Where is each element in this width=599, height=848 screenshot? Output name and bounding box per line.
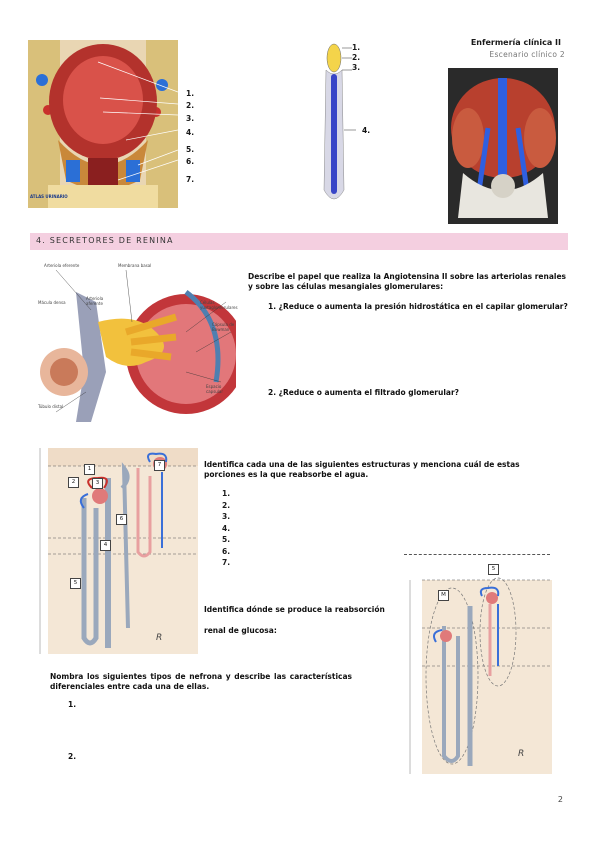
- nephron-structures-question: Identifica cada una de las siguientes es…: [204, 460, 520, 480]
- nephron-number-3: 3.: [222, 512, 231, 521]
- nephron-box-6: 6: [116, 514, 127, 525]
- glomerular-filtration-question: 2. ¿Reduce o aumenta el filtrado glomeru…: [268, 388, 459, 397]
- angiotensin-question-intro: Describe el papel que realiza la Angiote…: [248, 272, 567, 292]
- dashed-divider-line: [404, 554, 550, 555]
- urethra-label-numbers: 1. 2. 3.: [352, 43, 360, 73]
- course-title: Enfermería clínica II: [470, 38, 561, 47]
- nephron-box-3: 3: [92, 478, 103, 489]
- nephron-type-item-1: 1.: [68, 700, 77, 709]
- svg-text:R: R: [156, 633, 162, 643]
- bladder-number-2: 2.: [186, 101, 195, 111]
- nephron-type-item-2: 2.: [68, 752, 77, 761]
- glucose-reabsorption-question-line2: renal de glucosa:: [204, 626, 277, 635]
- glomerulus-label-5: Células yuxtaglomerulares: [200, 300, 238, 310]
- glucose-reabsorption-question-line1: Identifica dónde se produce la reabsorci…: [204, 605, 385, 614]
- scenario-subtitle: Escenario clínico 2: [489, 50, 565, 59]
- section-header-renin: 4. SECRETORES DE RENINA: [30, 233, 568, 250]
- nephron-box-2: 2: [68, 477, 79, 488]
- nephron-number-1: 1.: [222, 489, 231, 498]
- nephron-box-5: 5: [70, 578, 81, 589]
- glomerulus-label-4: Arteriola aferente: [86, 296, 104, 306]
- urethra-number-1: 1.: [352, 43, 361, 52]
- pelvis-urinary-photo: [448, 68, 558, 224]
- glucose-box-m: M: [438, 590, 449, 601]
- glomerulus-label-2: Membrana basal: [118, 263, 152, 268]
- bladder-number-5: 5.: [186, 145, 195, 155]
- glomerulus-label-1: Arteriola eferente: [44, 263, 80, 268]
- bladder-number-7: 7.: [186, 174, 195, 184]
- glomerulus-label-8: Espacio capsular: [206, 384, 224, 394]
- urethra-number-3: 3.: [352, 63, 361, 72]
- nephron-box-7: 7: [154, 460, 165, 471]
- bladder-caption: ATLAS URINARIO: [30, 194, 68, 199]
- bladder-illustration: [28, 40, 178, 208]
- nephron-number-7: 7.: [222, 558, 231, 567]
- glomerulus-label-3: Mácula densa: [38, 300, 66, 305]
- nephron-number-5: 5.: [222, 535, 231, 544]
- nephron-types-diagram: R: [400, 566, 552, 774]
- bladder-number-1: 1.: [186, 89, 195, 98]
- nephron-diagram: R: [32, 448, 198, 654]
- bladder-number-3: 3.: [186, 113, 195, 123]
- glomerulus-label-7: Túbulo distal: [38, 404, 64, 409]
- urethra-number-4: 4.: [362, 126, 371, 135]
- hydrostatic-pressure-question: 1. ¿Reduce o aumenta la presión hidrostá…: [268, 302, 568, 311]
- section-title: 4. SECRETORES DE RENINA: [36, 236, 174, 245]
- nephron-number-4: 4.: [222, 523, 231, 533]
- svg-text:R: R: [518, 749, 524, 759]
- nephron-number-2: 2.: [222, 500, 231, 510]
- glucose-box-5: 5: [488, 564, 499, 575]
- page-number: 2: [557, 795, 563, 804]
- bladder-number-4: 4.: [186, 127, 195, 137]
- nephron-box-1: 1: [84, 464, 95, 475]
- glomerulus-label-6: Cápsula de Bowman: [212, 322, 235, 332]
- urethra-number-2: 2.: [352, 53, 361, 62]
- urethra-diagram: [316, 40, 356, 210]
- nephron-box-4: 4: [100, 540, 111, 551]
- bladder-number-6: 6.: [186, 157, 195, 167]
- nephron-number-6: 6.: [222, 546, 231, 556]
- nephron-types-question: Nombra los siguientes tipos de nefrona y…: [50, 672, 352, 692]
- juxtaglomerular-illustration: [36, 262, 236, 442]
- bladder-label-numbers: 1. 2. 3. 4. 5. 6. 7.: [186, 88, 194, 186]
- nephron-answer-numbers: 1. 2. 3. 4. 5. 6. 7.: [222, 488, 230, 569]
